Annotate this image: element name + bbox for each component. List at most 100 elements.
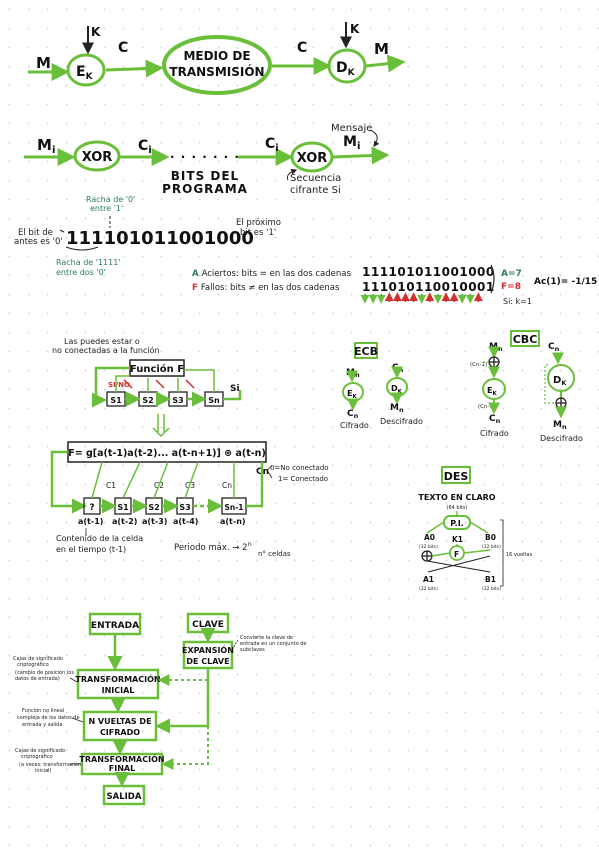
zero-run-note-2: entre '1' (90, 204, 123, 213)
block-cipher-flow: ENTRADA CLAVE EXPANSIÓN DE CLAVE Convier… (13, 612, 306, 806)
des-title-box (441, 466, 471, 484)
cbc-title-box (510, 330, 540, 347)
cbc-title: CBC (513, 333, 538, 346)
cipher-stream-label: C (138, 138, 148, 154)
cbc-decrypt-caption: Descifrado (540, 434, 583, 443)
final-note-3: (a veces: transformación (19, 761, 81, 768)
cipher-stream-sub: i (148, 145, 151, 156)
plain-sub: i (52, 145, 55, 156)
formula-text: F= g[a(t-1)a(t-2)... a(t-n+1)] ⊕ a(t-n) (68, 448, 266, 459)
des-rounds-brace (500, 519, 504, 587)
rounds-note-1: Función no lineal (22, 707, 64, 714)
misses-letter: F (192, 283, 198, 293)
des-plaintext-bits: (64 bits) (447, 505, 468, 511)
decrypt-label: D (336, 60, 348, 76)
message-note-arrow (369, 129, 380, 147)
rounds-line-1: N VUELTAS DE (88, 717, 151, 726)
cells-note: n° celdas (258, 550, 291, 558)
ecb-plain: M (346, 368, 355, 378)
rounds-line-2: CIFRADO (100, 728, 140, 737)
rounds-note-2: compleja de los datos de (17, 715, 80, 721)
svg-text:Mn: Mn (553, 420, 567, 431)
program-bits-line-1: BITS DEL (171, 169, 239, 183)
down-arrow-head (152, 427, 170, 438)
cbc-dec-label: D (553, 375, 561, 386)
register-cell-label: Sn (208, 396, 220, 405)
final-note-1: Cajas de significado (15, 748, 65, 754)
des-ip-label: P.I. (450, 519, 463, 528)
svg-text:EK: EK (487, 386, 497, 397)
lfsr-cell-label: S3 (179, 503, 190, 512)
svg-text:EK: EK (347, 389, 357, 400)
xor-node-1 (73, 140, 121, 172)
ecb-plain-out: M (390, 403, 399, 413)
zero-run-note-1: Racha de '0' (86, 195, 135, 204)
cell-content-note-2: en el tiempo (t-1) (56, 545, 126, 554)
final-note-4: inicial) (35, 768, 52, 774)
cbc-plain-sub: n (498, 345, 503, 353)
initial-note-2: criptográfico (17, 661, 49, 668)
hits-letter: A (192, 269, 199, 279)
output-label: Si (230, 384, 240, 394)
lfsr-tap (184, 461, 199, 499)
coef-brace (266, 465, 273, 479)
switch-mark (123, 379, 133, 389)
initial-note-1: Cajas de significado (13, 656, 63, 662)
decrypt-node (327, 48, 367, 84)
des-right-half: B0 (485, 533, 496, 542)
cell-value-label: a(t-1) (78, 517, 103, 526)
final-note-2: criptográfico (21, 753, 53, 760)
des-swap-1 (426, 560, 491, 573)
xor-label-2: XOR (297, 151, 328, 166)
svg-text:DK: DK (391, 384, 403, 395)
svg-text:Cn: Cn (347, 409, 359, 420)
bit-sequence: 111101011001000 (66, 228, 254, 249)
lfsr-tap (153, 461, 169, 499)
encrypt-node (66, 53, 106, 87)
keystream-note-2: cifrante Si (290, 185, 341, 196)
input-label: ENTRADA (91, 621, 139, 631)
next-bit-note-2: bit es '1' (240, 228, 276, 238)
ecb-cipher: C (347, 409, 354, 419)
comparison-marks (360, 292, 483, 304)
subkeys-to-initial (157, 668, 209, 686)
des-right-half-bits: (32 bits) (482, 544, 501, 550)
rounds-note-3: entrada y salida (22, 722, 62, 728)
bit-before-note-1: El bit de (18, 228, 53, 238)
cbc-prev-cipher-dec: (Cn-1) (478, 404, 495, 410)
des-swap-2 (427, 555, 491, 573)
initial-note-3: (cambio de posición los (15, 669, 74, 676)
des-f-label: F (454, 550, 459, 559)
cell-value-label: a(t-n) (220, 517, 246, 526)
message-note-sub: i (357, 141, 360, 152)
svg-text:DK: DK (553, 375, 567, 387)
des-ip-left (426, 521, 445, 534)
des-right-out-bits: (32 bits) (482, 586, 501, 592)
des-diagram: DES TEXTO EN CLARO (64 bits) P.I. A0 (32… (418, 466, 533, 592)
ecb-decrypt-caption: Descifrado (380, 417, 423, 426)
key-expansion-note-pointer (232, 639, 239, 649)
misses-description: Fallos: bits ≠ en las dos cadenas (201, 283, 340, 293)
final-transform-line-1: TRANSFORMACIÓN (79, 753, 164, 764)
ecb-enc-sub: K (352, 394, 357, 400)
cipher-arrow-1 (105, 59, 164, 78)
ecb-diagram: ECB Mn EK Cn Cifrado Cn DK Mn Descifrado (340, 342, 423, 430)
tap-line (115, 375, 130, 392)
svg-text:Ci: Ci (265, 136, 279, 154)
lfsr-formula-diagram: F= g[a(t-1)a(t-2)... a(t-n+1)] ⊕ a(t-n) … (50, 441, 329, 558)
tap-coef: Cn (222, 481, 232, 490)
tap-line (184, 369, 215, 392)
des-left-out: A1 (423, 575, 434, 584)
cbc-plain-out-sub: n (562, 423, 567, 431)
svg-text:DK: DK (336, 60, 356, 78)
output-box-label: SALIDA (107, 792, 142, 802)
plain-label: M (37, 136, 52, 154)
message-note: Mensaje (331, 123, 372, 134)
hits-count: A=7 (501, 269, 522, 279)
coef-meaning-0: 0=No conectado (270, 464, 329, 472)
svg-text:Cn: Cn (548, 342, 560, 353)
bit-runs-diagram: Racha de '0' entre '1' El bit de antes e… (14, 195, 281, 277)
stream-cipher-diagram: Mi XOR Ci · · · · · · · · · · Ci XOR BIT… (24, 123, 390, 196)
